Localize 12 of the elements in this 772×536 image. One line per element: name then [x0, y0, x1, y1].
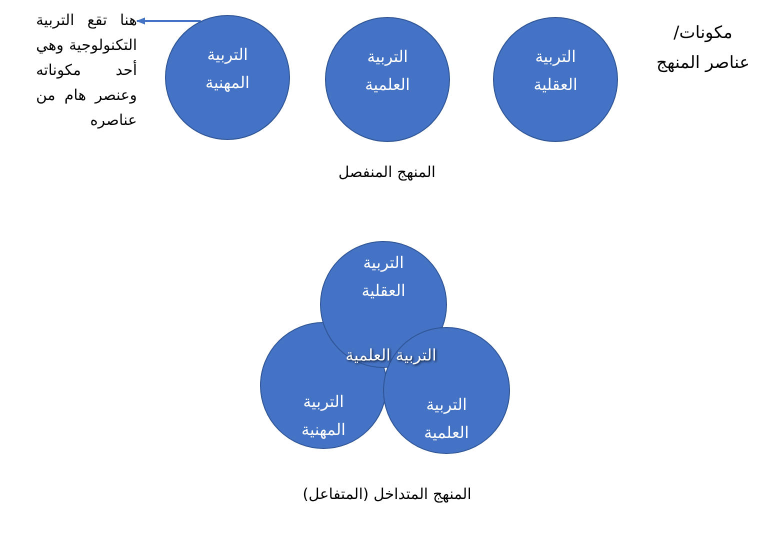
- circle-label: التربية المهنية: [204, 44, 251, 94]
- circle-label: التربية المهنية: [300, 390, 347, 441]
- section-caption: المنهج المتداخل (المتفاعل): [302, 485, 472, 503]
- circle-label: التربية العلمية: [423, 394, 470, 444]
- circle-label: التربية العقلية: [360, 252, 406, 302]
- circle-label: التربية العلمية: [364, 46, 411, 96]
- overlap-label: التربية العلمية: [346, 346, 436, 364]
- arrow: [136, 17, 201, 25]
- section-caption: المنهج المنفصل: [338, 163, 436, 181]
- circle-label: التربية العقلية: [532, 46, 578, 96]
- diagram-title: مكونات/ عناصر المنهج: [655, 22, 751, 75]
- annotation-text: هنا تقع التربية التكنولوجية وهي أحد مكوناته وعنصر هام من عناصره: [36, 8, 137, 136]
